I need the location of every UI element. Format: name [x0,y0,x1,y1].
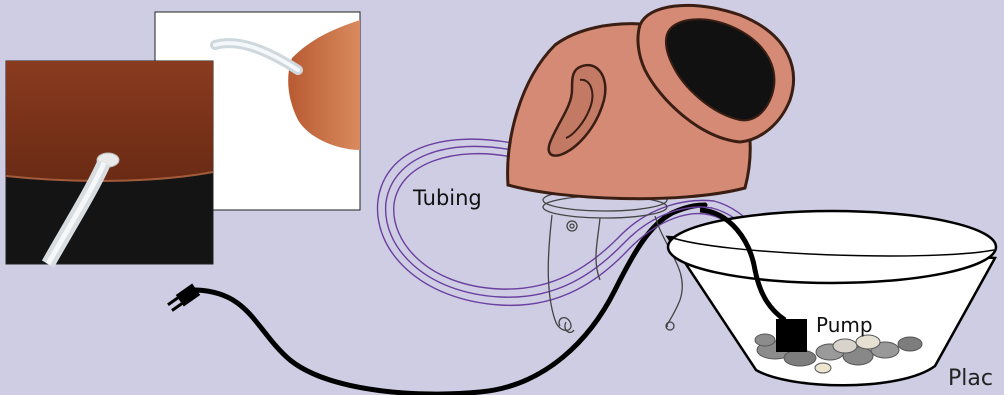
tubing-label: Tubing [413,188,482,209]
terracotta-pot [508,5,794,198]
photo-pot-base [6,61,213,264]
power-cord [196,205,705,394]
place-label: Plac [948,368,993,390]
fountain-bowl [668,210,996,385]
pump-label: Pump [816,315,873,335]
pump [776,319,807,352]
plug-icon [166,284,200,314]
wire-stand [543,189,682,332]
